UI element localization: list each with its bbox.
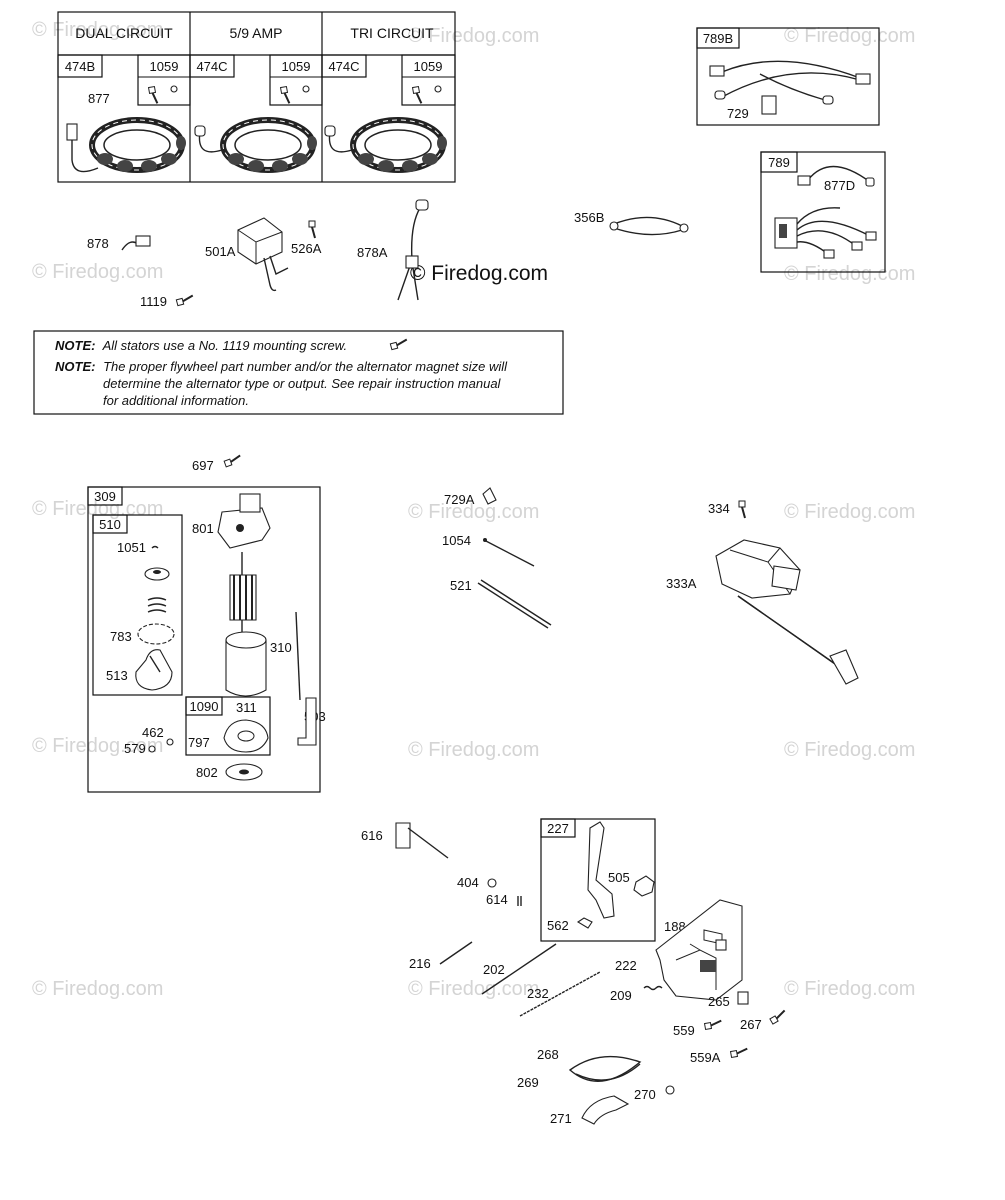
part-label: 513 [106, 668, 128, 683]
part-label: 265 [708, 994, 730, 1009]
part-label: 801 [192, 521, 214, 536]
part-label: 789B [703, 31, 733, 46]
svg-text:© Firedog.com: © Firedog.com [784, 739, 915, 761]
stator-tri-circuit [353, 120, 447, 172]
part-label: 526A [291, 241, 322, 256]
part-label: 510 [99, 517, 121, 532]
harness-789b-box: 789B 729 [696, 27, 880, 126]
watermarks: © Firedog.com © Firedog.com © Firedog.co… [32, 19, 915, 1000]
part-label: 614 [486, 892, 508, 907]
svg-text:© Firedog.com: © Firedog.com [32, 19, 163, 41]
stator-dual-circuit [92, 120, 186, 172]
center-watermark: © Firedog.com [410, 262, 548, 285]
part-label: 311 [236, 700, 257, 715]
svg-text:© Firedog.com: © Firedog.com [784, 263, 915, 285]
part-label: 202 [483, 962, 505, 977]
part-label: 267 [740, 1017, 762, 1032]
part-label: 616 [361, 828, 383, 843]
part-label: 797 [188, 735, 210, 750]
part-label: 1051 [117, 540, 146, 555]
part-label: 310 [270, 640, 292, 655]
part-label: 404 [457, 875, 479, 890]
part-label: 1054 [442, 533, 471, 548]
part-label: 521 [450, 578, 472, 593]
part-label: 579 [124, 741, 146, 756]
part-label: 474C [196, 59, 227, 74]
part-label: 562 [547, 918, 569, 933]
part-label: 783 [110, 629, 132, 644]
note-line-3: determine the alternator type or output.… [103, 376, 502, 391]
part-label: 271 [550, 1111, 572, 1126]
part-label: 227 [547, 821, 569, 836]
starter-group: 697 309 510 1051 783 513 801 310 1090 31… [87, 454, 326, 793]
part-label: 462 [142, 725, 164, 740]
part-label: 222 [615, 958, 637, 973]
part-label: 334 [708, 501, 730, 516]
svg-text:© Firedog.com: © Firedog.com [32, 735, 163, 757]
stator-table: DUAL CIRCUIT 5/9 AMP TRI CIRCUIT 474B 10… [57, 11, 456, 183]
part-label: 188 [664, 919, 686, 934]
part-label: 232 [527, 986, 549, 1001]
part-label: 270 [634, 1087, 656, 1102]
part-label: 802 [196, 765, 218, 780]
part-label: 729A [444, 492, 475, 507]
harness-789-box: 789 877D [760, 151, 886, 273]
part-label: 216 [409, 956, 431, 971]
part-label: 309 [94, 489, 116, 504]
svg-text:© Firedog.com: © Firedog.com [408, 978, 539, 1000]
part-label: 1090 [190, 699, 219, 714]
note-line-1: NOTE: All stators use a No. 1119 mountin… [55, 338, 347, 353]
control-bracket-group: 616 404 614 227 505 562 188 222 216 202 … [361, 818, 789, 1126]
part-label: 878 [87, 236, 109, 251]
rods-group: 729A 1054 521 [442, 487, 552, 629]
part-label: 697 [192, 458, 214, 473]
part-label: 268 [537, 1047, 559, 1062]
stator-5-9-amp [223, 120, 317, 172]
part-label: 559A [690, 1050, 721, 1065]
svg-text:© Firedog.com: © Firedog.com [32, 978, 163, 1000]
part-label: 1059 [414, 59, 443, 74]
header-dual-circuit: DUAL CIRCUIT [75, 25, 173, 41]
part-label: 877D [824, 178, 855, 193]
part-label: 1059 [282, 59, 311, 74]
note-line-2: NOTE: The proper flywheel part number an… [55, 359, 508, 374]
small-parts-row: 878 1119 501A 526A 878A 356B [87, 199, 689, 309]
part-label: 269 [517, 1075, 539, 1090]
ignition-coil: 334 333A [666, 500, 859, 685]
part-label: 789 [768, 155, 790, 170]
part-label: 878A [357, 245, 388, 260]
svg-text:© Firedog.com: © Firedog.com [32, 261, 163, 283]
header-5-9-amp: 5/9 AMP [230, 25, 283, 41]
part-label: 474C [328, 59, 359, 74]
svg-text:© Firedog.com: © Firedog.com [408, 501, 539, 523]
part-label: 356B [574, 210, 604, 225]
part-label: 474B [65, 59, 95, 74]
note-line-4: for additional information. [103, 393, 249, 408]
svg-text:© Firedog.com: © Firedog.com [784, 501, 915, 523]
header-tri-circuit: TRI CIRCUIT [350, 25, 434, 41]
part-label: 505 [608, 870, 630, 885]
svg-text:© Firedog.com: © Firedog.com [784, 978, 915, 1000]
part-label: 729 [727, 106, 749, 121]
part-label: 1059 [150, 59, 179, 74]
svg-text:© Firedog.com: © Firedog.com [784, 25, 915, 47]
part-label: 209 [610, 988, 632, 1003]
part-label: 559 [673, 1023, 695, 1038]
svg-text:© Firedog.com: © Firedog.com [408, 739, 539, 761]
part-label: 1119 [140, 294, 167, 309]
part-label: 877 [88, 91, 110, 106]
svg-text:© Firedog.com: © Firedog.com [408, 25, 539, 47]
part-label: 501A [205, 244, 236, 259]
part-label: 333A [666, 576, 697, 591]
note-box: NOTE: All stators use a No. 1119 mountin… [33, 330, 564, 415]
